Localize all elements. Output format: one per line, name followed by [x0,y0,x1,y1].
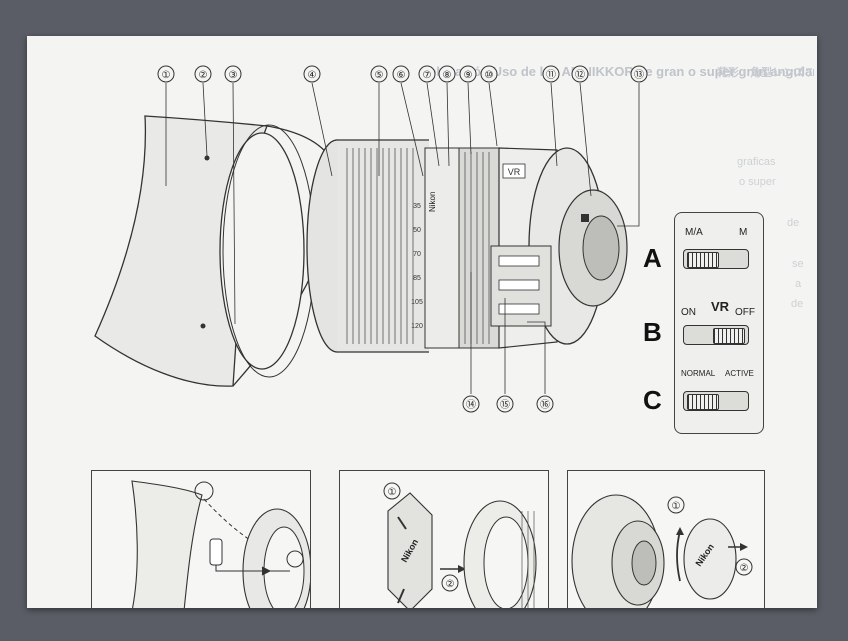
callout-4: ④ [303,65,321,83]
vr-switch[interactable] [683,325,749,345]
switch-label-right: ACTIVE [725,369,754,378]
lens-brand: Nikon [428,192,437,212]
callout-3: ③ [224,65,242,83]
step-2: ② [740,563,749,574]
svg-text:⑪: ⑪ [546,69,556,81]
svg-text:⑨: ⑨ [464,70,473,81]
switch-detail-panel: A M/A M B ON VR OFF C NORMAL ACTIVE [643,212,764,434]
svg-text:④: ④ [308,70,317,81]
svg-text:⑮: ⑮ [500,399,510,411]
front-cap-panel: Nikon ① ② [339,470,549,608]
switch-letter: A [643,243,662,273]
vr-mode-switch[interactable] [683,391,749,411]
svg-text:⑥: ⑥ [397,70,406,81]
lens-hood-opening [219,132,305,370]
focal-scale-mark: 105 [411,299,423,306]
svg-text:⑧: ⑧ [443,70,452,81]
callout-9: ⑨ [459,65,477,83]
step-1: ① [388,487,397,498]
switch-knob[interactable] [687,252,719,268]
vr-badge: VR [508,167,521,177]
focal-scale-mark: 35 [413,203,421,210]
hood-attach-panel [91,470,311,608]
svg-text:⑤: ⑤ [375,70,384,81]
switch-label-mid: VR [711,299,730,314]
switch-knob[interactable] [687,394,719,410]
callout-11: ⑪ [542,65,560,83]
callout-2: ② [194,65,212,83]
svg-text:②: ② [199,70,208,81]
callout-13: ⑬ [630,65,648,83]
arrow-icon [458,565,466,573]
rotate-arrow-icon [676,530,681,582]
show-through-line: graficas [737,156,776,168]
focal-scale-mark: 50 [413,227,421,234]
show-through-line: de [787,217,800,229]
svg-text:⑦: ⑦ [423,70,432,81]
switch-label-left: M/A [685,227,703,238]
zoom-scale-barrel [424,147,460,349]
callout-5: ⑤ [370,65,388,83]
switch-label-right: M [739,227,748,238]
hood-mounting-index [200,323,206,329]
callout-1: ① [157,65,175,83]
callout-10: ⑩ [480,65,498,83]
focal-scale-mark: 70 [413,251,421,258]
hood-mounting-index [204,155,210,161]
svg-text:⑯: ⑯ [540,399,550,411]
press-arrow-icon [397,588,405,604]
callout-6: ⑥ [392,65,410,83]
front-lens-cap [387,492,433,608]
svg-text:⑩: ⑩ [485,70,494,81]
callout-7: ⑦ [418,65,436,83]
svg-text:⑬: ⑬ [634,69,644,81]
arrow-icon [740,543,748,551]
hood-index-mark [194,481,214,501]
focal-scale-mark: 85 [413,275,421,282]
callout-16: ⑯ [536,395,554,413]
show-through-line: de [791,298,804,310]
rear-cap-panel: ① Nikon ② [567,470,765,608]
press-arrow-icon [397,516,407,530]
switch-b-vr: B ON VR OFF [643,299,763,359]
zoom-ring-grip [346,148,414,344]
switch-label-left: ON [681,307,696,318]
manual-page: Colocación/Uso de los AF NIKKOR de gran … [27,36,817,608]
switch-label-right: OFF [735,307,755,318]
hood-petal-closeup [131,480,203,608]
callout-leaders [165,82,640,394]
rear-lens-element [582,215,620,281]
lock-slot [209,538,223,566]
switch-knob[interactable] [713,328,745,344]
rear-lens-cap [683,518,737,600]
lens-diagram: VR Nikon 35 50 70 85 105 120 [94,65,648,413]
show-through-line: se [792,258,804,270]
switch-label-left: NORMAL [681,369,716,378]
switch-letter: B [643,317,662,347]
lens-index-mark [286,550,304,568]
svg-text:⑭: ⑭ [466,399,476,411]
switch-c-vr-mode: C NORMAL ACTIVE [643,369,763,429]
svg-text:⑫: ⑫ [575,69,585,81]
focal-scale-mark: 120 [411,323,423,330]
svg-text:③: ③ [229,70,238,81]
callout-8: ⑧ [438,65,456,83]
callout-15: ⑮ [496,395,514,413]
svg-text:①: ① [162,70,171,81]
show-through-title-jp: 花形・角型レンズフード（一部）の取り付け方について [717,67,812,79]
switch-letter: C [643,385,662,415]
step-2: ② [446,579,455,590]
show-through-title-es: Colocación/Uso de los AF NIKKOR de gran … [419,64,814,79]
show-through-line: a [795,278,802,290]
callout-14: ⑭ [462,395,480,413]
focus-mode-switch[interactable] [683,249,749,269]
step-1: ① [672,501,681,512]
cpu-contacts [581,214,589,222]
callout-12: ⑫ [571,65,589,83]
switch-a-focus-mode: A M/A M [643,227,763,287]
arrow-icon [261,566,272,576]
show-through-line: o super [739,176,776,188]
show-through-text: Colocación/Uso de los AF NIKKOR de gran … [27,36,817,608]
